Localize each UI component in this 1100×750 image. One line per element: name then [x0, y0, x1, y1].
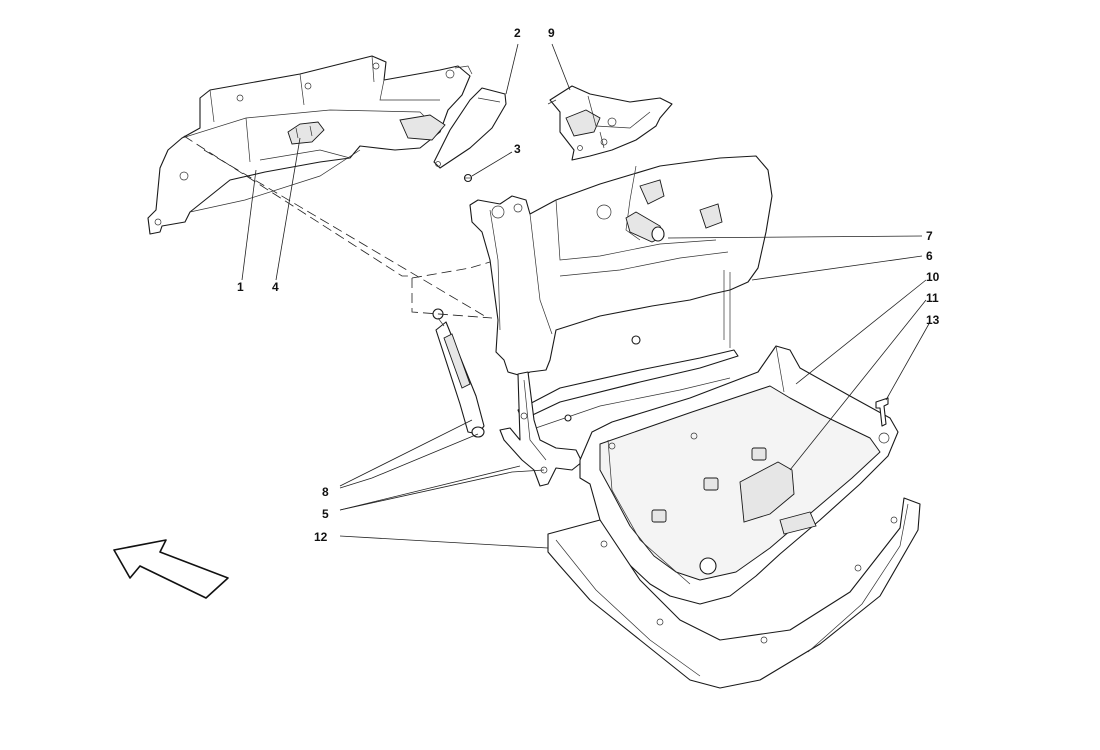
- reference-dashed-lines: [183, 135, 493, 319]
- callout-4: 4: [272, 280, 279, 294]
- callout-12: 12: [314, 530, 328, 544]
- callout-labels: 1 4 2 9 3 7 6 10 11 13 8 5 12: [237, 26, 940, 544]
- gas-strut-part-8: [432, 308, 485, 438]
- callout-2: 2: [514, 26, 521, 40]
- hinge-bar: [517, 335, 739, 431]
- callout-10: 10: [926, 270, 940, 284]
- callout-9: 9: [548, 26, 555, 40]
- bumper-part-7: [625, 211, 665, 243]
- rear-shell-part-6: [469, 155, 773, 377]
- leader-lines: [241, 43, 931, 549]
- callout-1: 1: [237, 280, 244, 294]
- callout-8: 8: [322, 485, 329, 499]
- lid-panel-part-12: [547, 497, 921, 689]
- callout-7: 7: [926, 229, 933, 243]
- callout-3: 3: [514, 142, 521, 156]
- screw-part-13: [875, 397, 889, 427]
- lock-assembly-part-9: [547, 85, 673, 161]
- callout-13: 13: [926, 313, 940, 327]
- hinge-bracket-part-5: [499, 371, 583, 487]
- view-direction-arrow-icon: [113, 539, 229, 599]
- callout-6: 6: [926, 249, 933, 263]
- clip-part-4: [287, 121, 325, 145]
- callout-5: 5: [322, 507, 329, 521]
- screw-part-3: [463, 173, 473, 183]
- side-cover-part-2: [433, 87, 507, 169]
- callout-11: 11: [926, 291, 939, 305]
- glove-box-tray-part-10: [579, 345, 899, 605]
- upper-bracket-part-1: [147, 55, 473, 235]
